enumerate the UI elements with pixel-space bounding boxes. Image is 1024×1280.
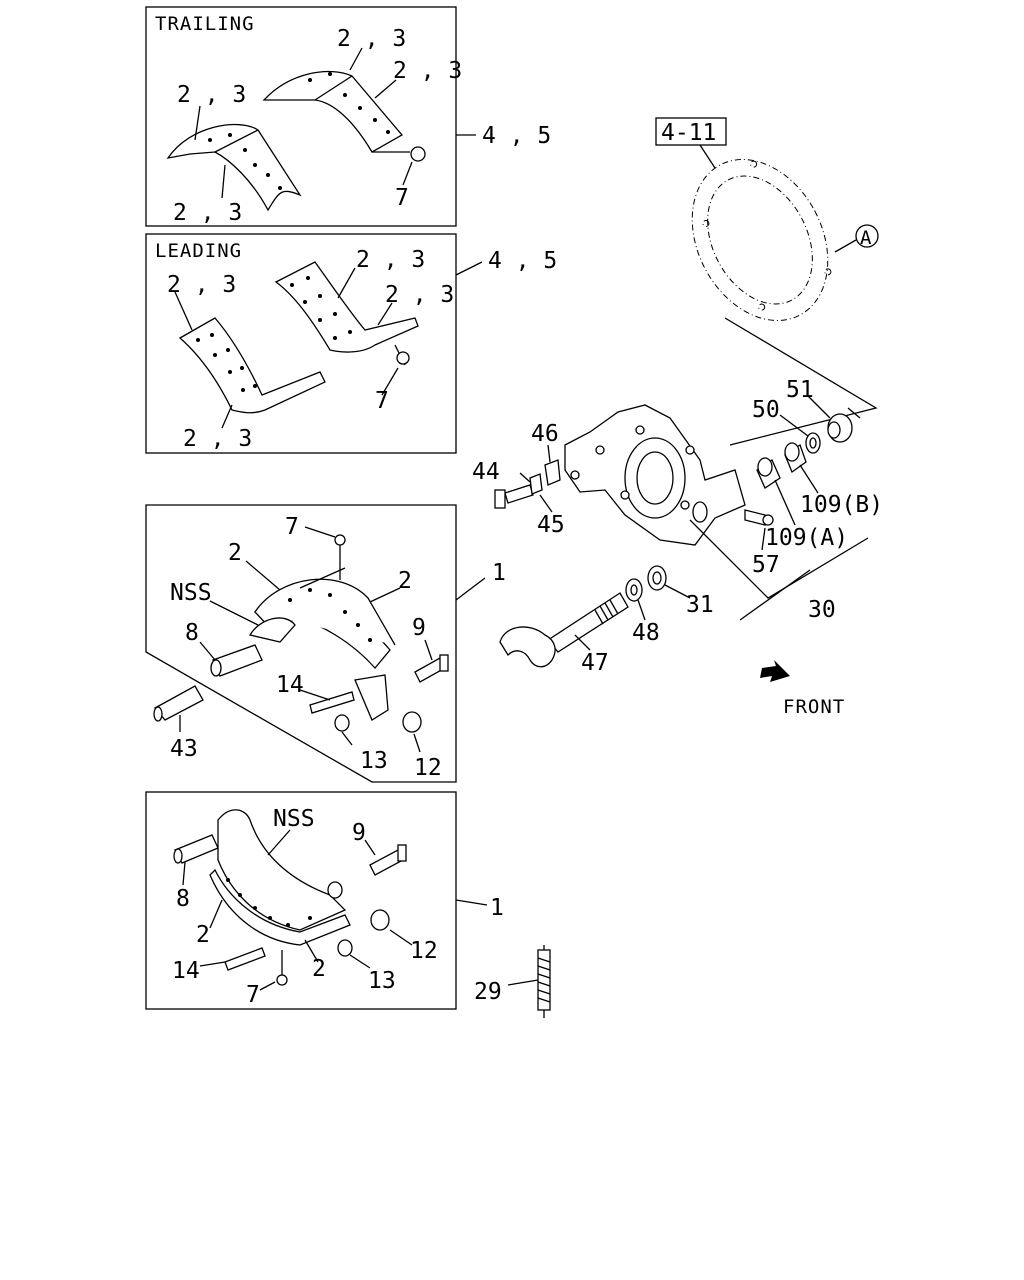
callout-29: 29 xyxy=(474,979,502,1005)
seal-50 xyxy=(805,432,821,454)
shoe-upper-callout-12: 12 xyxy=(414,755,442,781)
shoe-lower-callout-8: 8 xyxy=(176,886,190,912)
trailing-lining-right xyxy=(262,70,404,153)
shoe-lower-callout-14: 14 xyxy=(172,958,200,984)
leading-group-ref: 4 , 5 xyxy=(488,248,557,274)
trailing-callout-rivet: 7 xyxy=(395,185,409,211)
trailing-panel-frame xyxy=(145,6,457,227)
upper-washer xyxy=(334,714,350,732)
shoe-lower-callout-13: 13 xyxy=(368,968,396,994)
front-label: FRONT xyxy=(783,696,845,718)
callout-57: 57 xyxy=(752,552,780,578)
anchor-pin xyxy=(210,644,263,677)
callout-109a: 109(A) xyxy=(765,525,848,551)
trailing-panel: TRAILING 2 , 3 2 , 3 2 , xyxy=(145,6,551,227)
upper-bolt xyxy=(414,654,449,683)
main-assembly: 4-11 A xyxy=(472,117,883,1018)
trailing-group-ref: 4 , 5 xyxy=(482,123,551,149)
washer-48 xyxy=(625,578,643,602)
shoe-lower-group-ref: 1 xyxy=(490,895,504,921)
upper-spring-pin xyxy=(309,691,355,714)
bolt-44 xyxy=(494,484,534,509)
lower-spring-pin xyxy=(224,947,266,971)
lower-roller xyxy=(370,909,390,931)
callout-47: 47 xyxy=(581,650,609,676)
shoe-lower-panel: NSS 9 8 2 12 14 2 13 7 1 xyxy=(145,791,504,1010)
shoe-lower-callout-nss: NSS xyxy=(273,806,315,832)
leading-panel: LEADING 2 , 3 2 , 3 2 , 3 2 , 3 7 xyxy=(145,233,557,454)
lock-plate-46 xyxy=(544,459,561,486)
callout-31: 31 xyxy=(686,592,714,618)
shoe-upper-callout-2b: 2 xyxy=(398,568,412,594)
washer-45 xyxy=(529,473,543,495)
lower-rivet xyxy=(276,950,288,986)
trailing-lining-left xyxy=(166,123,302,212)
circle-ref-a-label: A xyxy=(860,227,872,249)
bearing-51 xyxy=(827,413,853,443)
trailing-title: TRAILING xyxy=(155,13,255,35)
ref-box-4-11 xyxy=(655,117,727,146)
shoe-upper-group-ref: 1 xyxy=(492,560,506,586)
trailing-callout-2: 2 , 3 xyxy=(393,58,462,84)
leading-callout-3: 2 , 3 xyxy=(167,272,236,298)
upper-rivet xyxy=(334,534,346,580)
trailing-callout-3: 2 , 3 xyxy=(177,82,246,108)
leading-rivet xyxy=(394,344,410,366)
shoe-lower-callout-9: 9 xyxy=(352,820,366,846)
trailing-rivet xyxy=(372,146,426,162)
lower-anchor-pin xyxy=(173,834,219,864)
shoe-upper-panel: 7 2 2 NSS 8 9 14 13 12 43 1 xyxy=(145,504,506,783)
callout-44: 44 xyxy=(472,459,500,485)
upper-roller xyxy=(402,711,422,733)
spring-29 xyxy=(537,945,551,1018)
callout-51: 51 xyxy=(786,377,814,403)
shoe-lower-callout-12: 12 xyxy=(410,938,438,964)
lower-washer xyxy=(337,939,353,957)
sleeve-pin xyxy=(153,685,204,722)
bushing-109b xyxy=(784,442,807,474)
leading-callout-4: 2 , 3 xyxy=(183,426,252,452)
callout-48: 48 xyxy=(632,620,660,646)
shoe-upper-callout-14: 14 xyxy=(276,672,304,698)
shoe-upper-callout-43: 43 xyxy=(170,736,198,762)
callout-46: 46 xyxy=(531,421,559,447)
shoe-lower-callout-2b: 2 xyxy=(312,956,326,982)
shoe-upper-callout-9: 9 xyxy=(412,615,426,641)
shoe-upper-callout-nss: NSS xyxy=(170,580,212,606)
callout-45: 45 xyxy=(537,512,565,538)
grease-fitting-57 xyxy=(744,509,774,526)
bushing-109a xyxy=(756,457,781,489)
leading-panel-frame xyxy=(145,233,457,454)
leading-callout-1: 2 , 3 xyxy=(356,247,425,273)
shoe-upper-callout-8: 8 xyxy=(185,620,199,646)
leading-lining-left xyxy=(178,317,326,414)
shoe-upper-callout-7: 7 xyxy=(285,514,299,540)
shoe-lower-callout-2a: 2 xyxy=(196,922,210,948)
callout-109b: 109(B) xyxy=(800,492,883,518)
leading-callout-2: 2 , 3 xyxy=(385,282,454,308)
ref-box-label: 4-11 xyxy=(661,120,716,146)
trailing-callout-1: 2 , 3 xyxy=(337,26,406,52)
shoe-upper-callout-13: 13 xyxy=(360,748,388,774)
camshaft-47 xyxy=(499,592,629,668)
brake-shoe-upper xyxy=(248,567,396,721)
callout-50: 50 xyxy=(752,397,780,423)
leading-title: LEADING xyxy=(155,240,242,262)
trailing-callout-4: 2 , 3 xyxy=(173,200,242,226)
lower-bolt xyxy=(369,844,407,876)
shoe-lower-callout-7: 7 xyxy=(246,982,260,1008)
dust-shield xyxy=(691,159,832,321)
front-arrow-icon xyxy=(760,660,790,682)
shoe-upper-panel-frame xyxy=(145,504,457,783)
camshaft-bracket xyxy=(564,404,746,546)
circle-ref-a xyxy=(855,224,879,248)
shoe-upper-callout-2a: 2 xyxy=(228,540,242,566)
leading-callout-rivet: 7 xyxy=(375,388,389,414)
washer-31 xyxy=(647,565,667,591)
brake-shoe-lower xyxy=(209,809,351,946)
callout-30: 30 xyxy=(808,597,836,623)
lower-washer-top xyxy=(327,881,343,899)
